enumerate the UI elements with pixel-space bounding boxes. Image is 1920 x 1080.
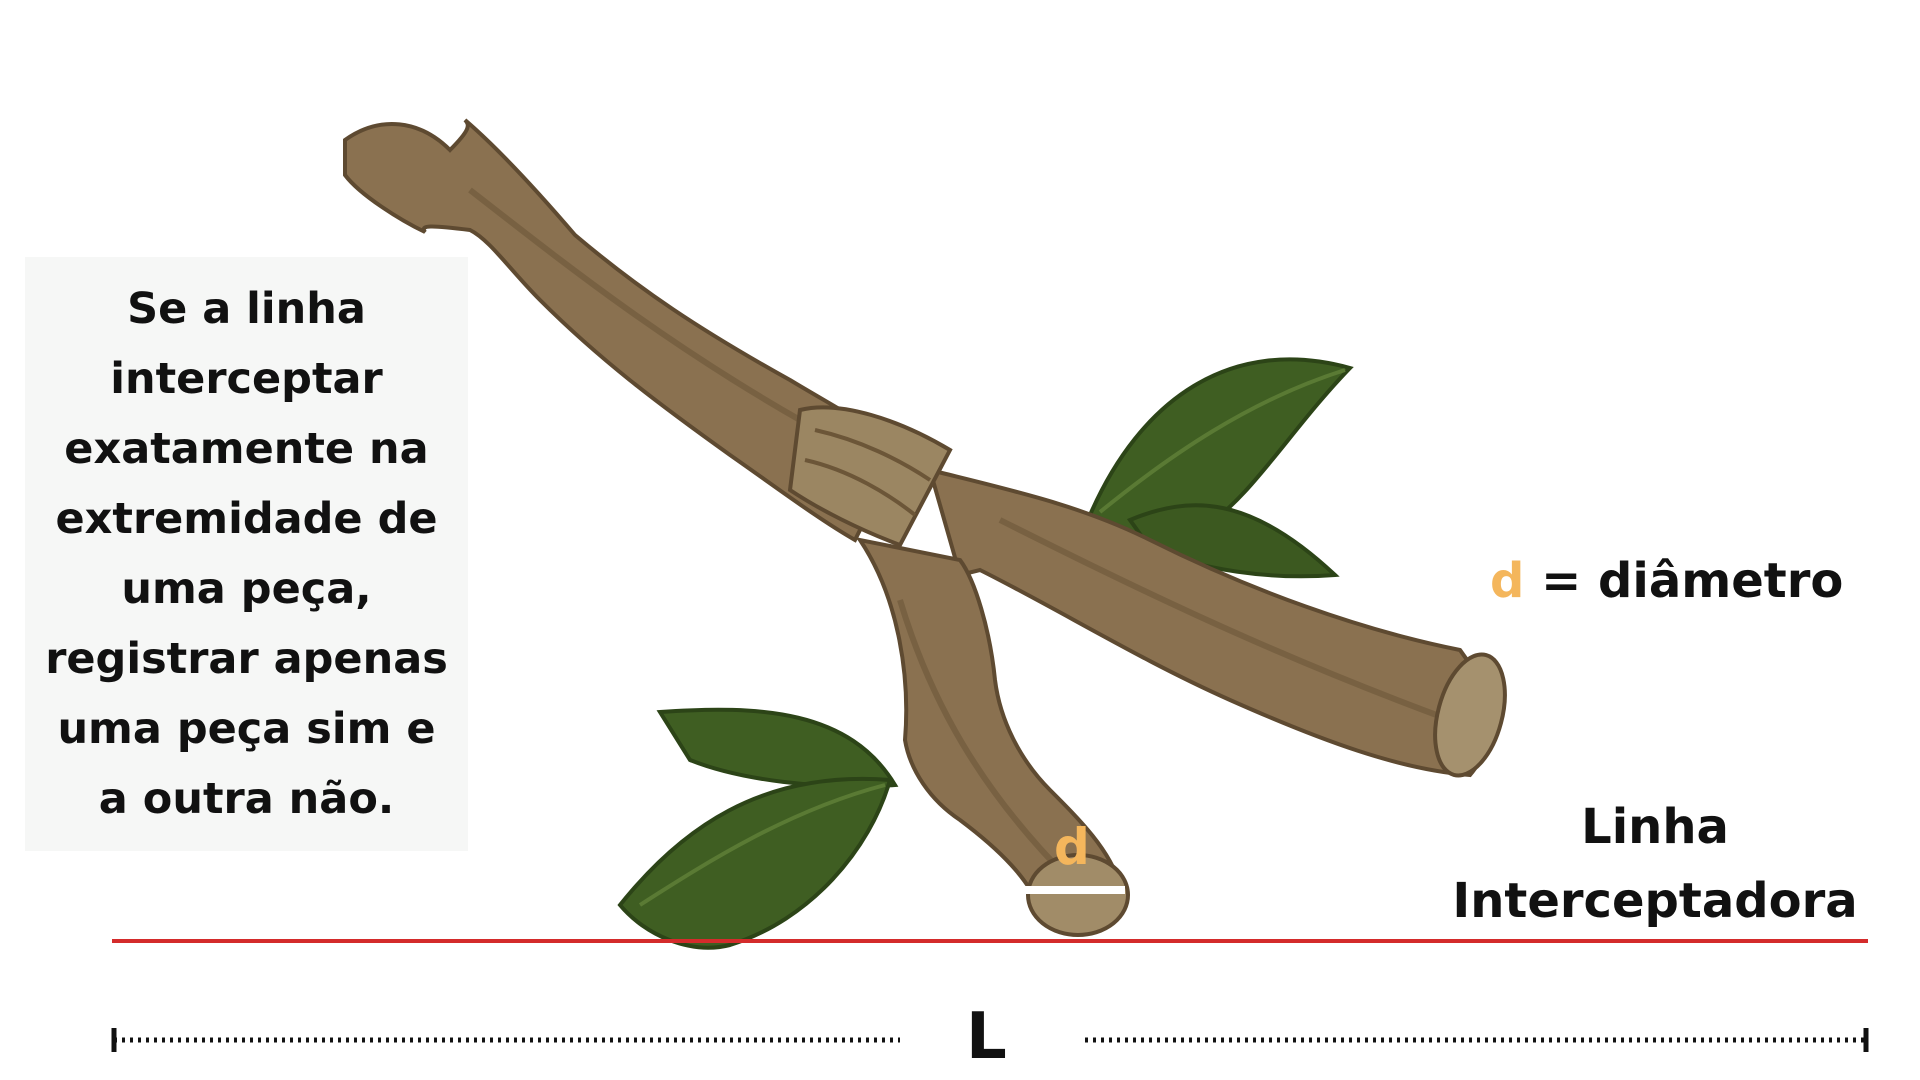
lower-branch [855, 537, 1130, 937]
length-label: L [966, 1000, 1007, 1074]
intercept-line-label-2: Interceptadora [1452, 873, 1858, 929]
note-line: a outra não. [98, 774, 395, 824]
note-line: uma peça sim e [57, 704, 436, 754]
diameter-legend: d = diâmetro [1490, 553, 1843, 609]
intercept-line-label: Linha Interceptadora [1430, 790, 1880, 938]
note-line: registrar apenas [45, 634, 448, 684]
legend-symbol: d [1490, 553, 1525, 609]
note-line: uma peça, [121, 564, 372, 614]
instruction-text: Se a linha interceptar exatamente na ext… [37, 274, 456, 834]
note-line: exatamente na [64, 424, 429, 474]
length-measure [111, 1028, 1869, 1052]
leaf-icon [617, 707, 899, 950]
rope-knot [787, 405, 953, 548]
note-line: Se a linha [127, 284, 366, 334]
instruction-note: Se a linha interceptar exatamente na ext… [25, 257, 468, 851]
note-line: extremidade de [55, 494, 438, 544]
note-line: interceptar [110, 354, 383, 404]
legend-definition: = diâmetro [1541, 553, 1844, 609]
right-branch [927, 467, 1507, 778]
intercept-line-label-1: Linha [1581, 799, 1729, 855]
stick-diameter-label: d [1054, 818, 1090, 876]
